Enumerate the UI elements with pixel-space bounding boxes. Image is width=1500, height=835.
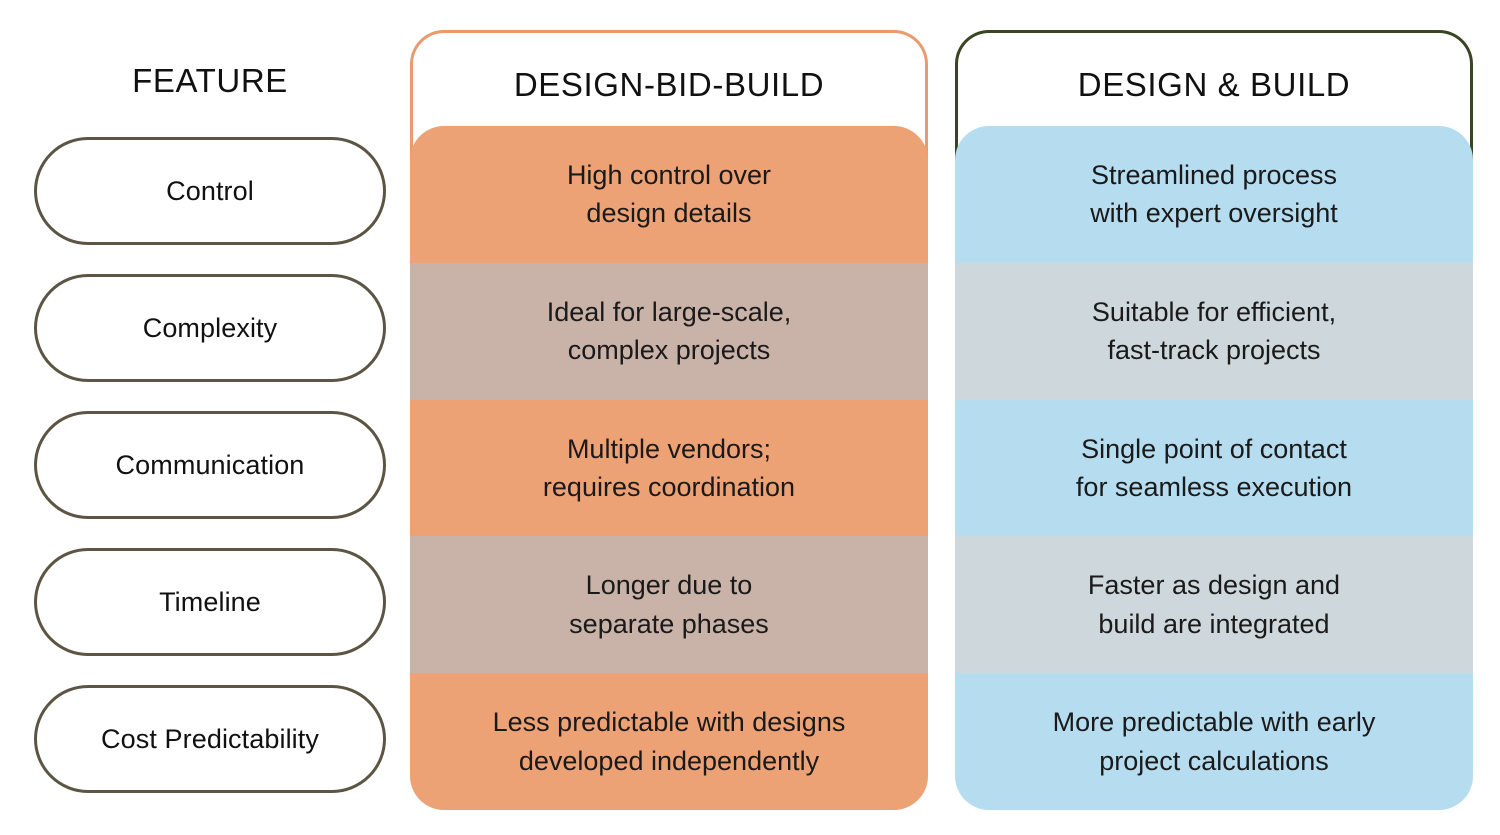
- table-cell: Multiple vendors; requires coordination: [410, 399, 928, 537]
- feature-pill-label: Communication: [115, 449, 305, 480]
- table-cell: Suitable for efficient, fast-track proje…: [955, 262, 1473, 400]
- table-cell: More predictable with early project calc…: [955, 673, 1473, 810]
- table-cell: High control over design details: [410, 126, 928, 263]
- feature-pill-label: Complexity: [142, 312, 278, 343]
- table-cell: Streamlined process with expert oversigh…: [955, 126, 1473, 263]
- feature-pill-control[interactable]: Control: [34, 137, 386, 245]
- table-cell: Less predictable with designs developed …: [410, 673, 928, 810]
- feature-pill-label: Timeline: [159, 586, 261, 617]
- design-and-build-column-header: DESIGN & BUILD: [1077, 66, 1351, 103]
- feature-pill-complexity[interactable]: Complexity: [34, 274, 386, 382]
- design-bid-build-column-header: DESIGN-BID-BUILD: [513, 66, 825, 103]
- table-cell: Faster as design and build are integrate…: [955, 536, 1473, 674]
- design-bid-build-column: High control over design details Ideal f…: [410, 126, 928, 810]
- feature-pill-label: Cost Predictability: [101, 723, 319, 754]
- feature-pill-timeline[interactable]: Timeline: [34, 548, 386, 656]
- table-cell: Longer due to separate phases: [410, 536, 928, 674]
- feature-pill-cost-predictability[interactable]: Cost Predictability: [34, 685, 386, 793]
- feature-pill-label: Control: [166, 175, 254, 206]
- feature-pill-communication[interactable]: Communication: [34, 411, 386, 519]
- table-cell: Single point of contact for seamless exe…: [955, 399, 1473, 537]
- table-cell: Ideal for large-scale, complex projects: [410, 262, 928, 400]
- feature-column-header: FEATURE: [132, 62, 288, 99]
- design-and-build-column: Streamlined process with expert oversigh…: [955, 126, 1473, 810]
